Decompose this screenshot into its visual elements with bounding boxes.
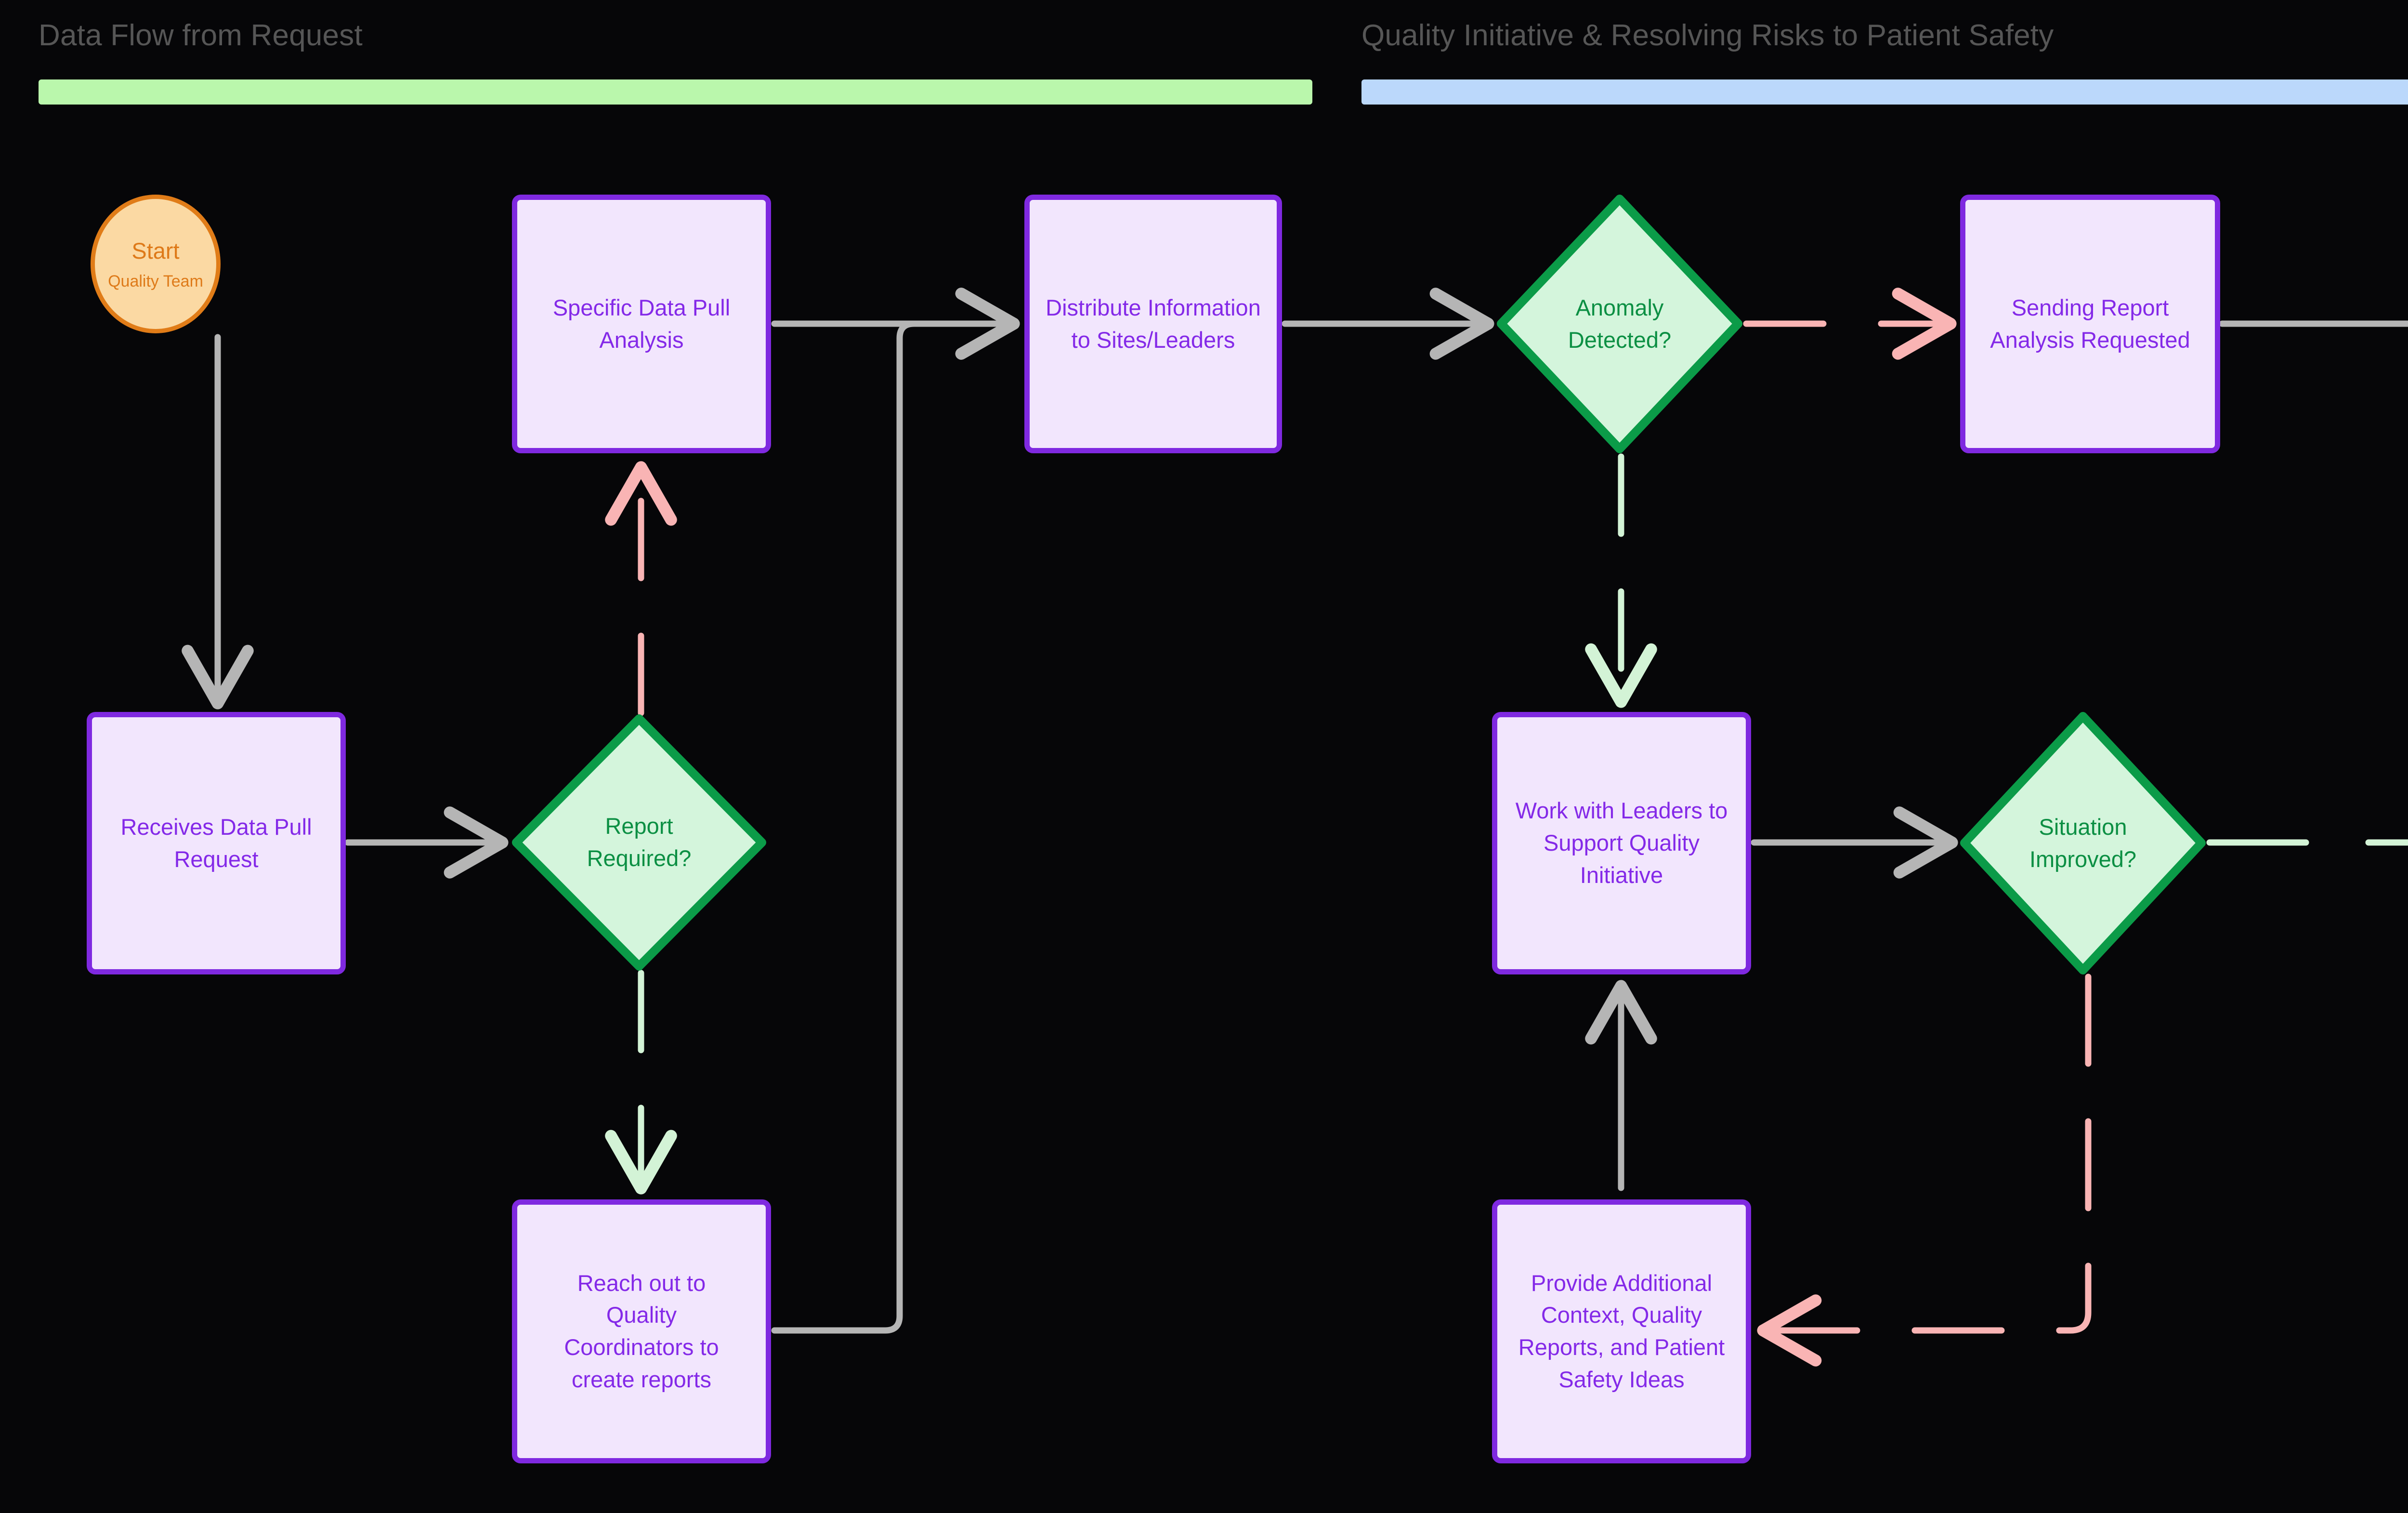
node-report-required-label: Report Required? (587, 813, 692, 871)
node-start-sublabel: Quality Team (108, 272, 203, 291)
node-distribute-information[interactable]: Distribute Information to Sites/Leaders (1024, 195, 1282, 453)
node-reach-out-quality-coordinators-label: Reach out to Quality Coordinators to cre… (564, 1270, 719, 1392)
lane-bar-left (39, 79, 1312, 105)
node-reach-out-quality-coordinators[interactable]: Reach out to Quality Coordinators to cre… (512, 1199, 771, 1463)
node-receives-data-pull-request[interactable]: Receives Data Pull Request (87, 712, 346, 974)
node-specific-data-pull-analysis-label: Specific Data Pull Analysis (552, 294, 731, 353)
diamond-shape-report-required (512, 714, 766, 971)
node-situation-improved[interactable]: Situation Improved? (1960, 712, 2206, 974)
edge-reach-out-to-distribute (771, 288, 1020, 1334)
node-sending-report-analysis-requested-label: Sending Report Analysis Requested (1990, 294, 2190, 353)
node-report-required[interactable]: Report Required? (512, 714, 766, 971)
node-anomaly-detected-label: Anomaly Detected? (1568, 294, 1672, 353)
node-situation-improved-label: Situation Improved? (2029, 814, 2137, 872)
lane-title-left: Data Flow from Request (39, 19, 363, 52)
node-start[interactable]: Start Quality Team (91, 195, 221, 333)
node-sending-report-analysis-requested[interactable]: Sending Report Analysis Requested (1960, 195, 2220, 453)
lane-title-right: Quality Initiative & Resolving Risks to … (1361, 19, 2054, 52)
node-anomaly-detected[interactable]: Anomaly Detected? (1497, 195, 1742, 453)
node-start-label: Start (131, 237, 180, 263)
node-specific-data-pull-analysis[interactable]: Specific Data Pull Analysis (512, 195, 771, 453)
diamond-shape-situation-improved (1960, 712, 2206, 974)
node-work-with-leaders[interactable]: Work with Leaders to Support Quality Ini… (1492, 712, 1751, 974)
node-distribute-information-label: Distribute Information to Sites/Leaders (1046, 294, 1261, 353)
node-provide-additional-context[interactable]: Provide Additional Context, Quality Repo… (1492, 1199, 1751, 1463)
node-start-text: Start Quality Team (108, 235, 203, 293)
node-work-with-leaders-label: Work with Leaders to Support Quality Ini… (1515, 798, 1728, 888)
lane-bar-right (1361, 79, 2408, 105)
edge-situation-to-provide-context (1757, 974, 2092, 1367)
node-provide-additional-context-label: Provide Additional Context, Quality Repo… (1518, 1270, 1725, 1392)
edge-sending-report-to-case-resolved (2219, 320, 2408, 327)
diamond-shape-anomaly-detected (1497, 195, 1742, 453)
node-receives-data-pull-request-label: Receives Data Pull Request (120, 814, 312, 872)
